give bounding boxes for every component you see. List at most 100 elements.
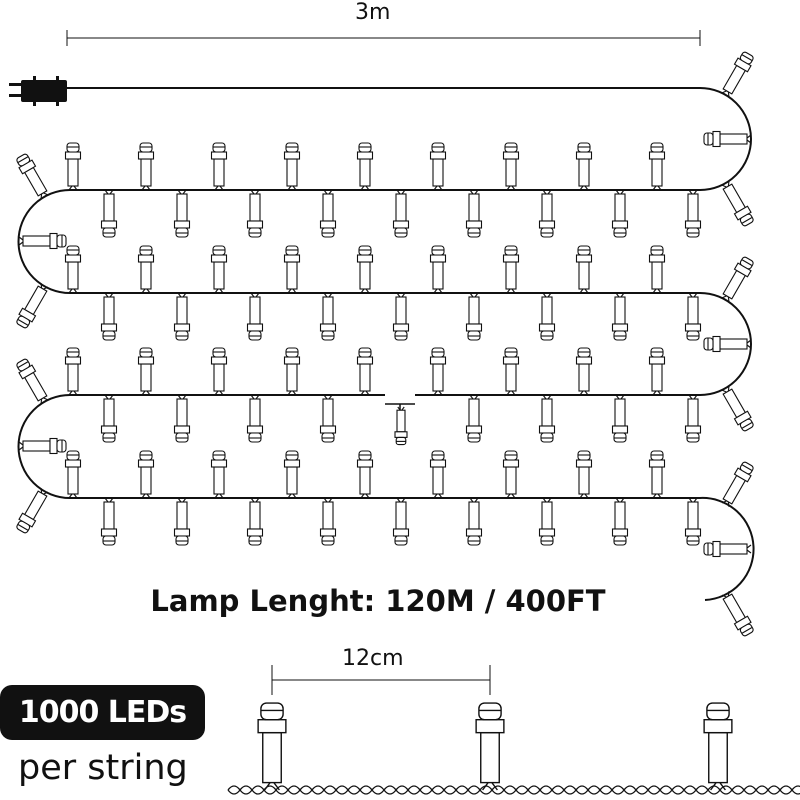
led-bulb-icon — [611, 292, 629, 341]
led-bulb-icon — [210, 142, 228, 191]
led-bulb-icon — [356, 347, 374, 396]
led-bulb-icon — [64, 142, 82, 191]
led-bulb-icon — [283, 142, 301, 191]
led-count-badge: 1000 LEDs — [0, 685, 205, 740]
led-bulb-icon — [475, 702, 505, 791]
plug-icon — [9, 76, 67, 106]
led-bulb-icon — [392, 292, 410, 341]
led-bulb-icon — [100, 394, 118, 443]
length-label: 3m — [355, 0, 391, 25]
led-bulb-icon — [575, 347, 593, 396]
led-bulb-icon — [429, 450, 447, 499]
string-wire — [17, 87, 755, 601]
led-bulb-icon — [392, 189, 410, 238]
led-bulb-icon — [319, 394, 337, 443]
led-bulb-icon — [173, 497, 191, 546]
led-bulb-icon — [319, 497, 337, 546]
led-bulb-icon — [210, 450, 228, 499]
led-bulb-icon — [703, 335, 752, 353]
led-bulb-icon — [648, 450, 666, 499]
led-bulb-icon — [721, 256, 754, 302]
led-bulb-icon — [283, 347, 301, 396]
led-bulb-icon — [703, 130, 752, 148]
led-bulb-icon — [721, 51, 754, 97]
led-bulb-icon — [392, 497, 410, 546]
led-bulb-icon — [465, 394, 483, 443]
led-bulb-icon — [16, 358, 49, 404]
led-bulb-icon — [465, 497, 483, 546]
dimension-line-3m — [66, 30, 701, 46]
led-bulb-icon — [538, 189, 556, 238]
led-bulb-icon — [257, 702, 287, 791]
led-bulb-icon — [611, 497, 629, 546]
led-bulb-icon — [538, 394, 556, 443]
led-bulb-icon — [721, 386, 754, 432]
led-bulb-icon — [246, 497, 264, 546]
led-bulb-icon — [16, 488, 49, 534]
per-string-label: per string — [18, 748, 188, 788]
led-bulb-icon — [246, 292, 264, 341]
led-bulb-icon — [684, 394, 702, 443]
lamp-length-title: Lamp Lenght: 120M / 400FT — [150, 584, 606, 618]
led-bulb-icon — [64, 450, 82, 499]
led-bulb-icon — [575, 245, 593, 294]
led-bulb-icon — [429, 347, 447, 396]
led-bulb-icon — [64, 347, 82, 396]
dimension-line-12cm — [271, 665, 491, 695]
led-bulb-icon — [575, 142, 593, 191]
led-bulb-icon — [502, 142, 520, 191]
led-bulb-icon — [283, 245, 301, 294]
led-bulb-icon — [173, 189, 191, 238]
led-bulb-icon — [100, 189, 118, 238]
led-bulb-icon — [703, 702, 733, 791]
led-bulb-icon — [538, 497, 556, 546]
led-bulb-icon — [18, 437, 67, 455]
led-bulb-icon — [465, 189, 483, 238]
led-unit: LEDs — [107, 695, 187, 730]
led-bulb-icon — [356, 142, 374, 191]
led-bulb-icon — [502, 347, 520, 396]
led-bulb-icon — [684, 292, 702, 341]
led-bulb-icon — [319, 292, 337, 341]
led-bulb-icon — [246, 394, 264, 443]
led-bulb-icon — [648, 245, 666, 294]
led-bulb-icon — [16, 153, 49, 199]
twisted-wire — [227, 785, 800, 795]
led-bulb-icon — [210, 347, 228, 396]
led-bulb-icon — [648, 347, 666, 396]
led-bulb-icon — [611, 394, 629, 443]
led-bulb-icon — [356, 450, 374, 499]
led-bulb-icon — [246, 189, 264, 238]
led-bulb-icon — [100, 497, 118, 546]
led-bulb-icon — [721, 591, 754, 637]
led-bulb-icon — [721, 181, 754, 227]
led-bulb-icon — [319, 189, 337, 238]
led-bulb-icon — [502, 450, 520, 499]
led-bulb-icon — [356, 245, 374, 294]
led-bulb-icon — [575, 450, 593, 499]
led-bulb-icon — [18, 232, 67, 250]
led-count: 1000 — [18, 695, 99, 730]
led-bulb-icon — [210, 245, 228, 294]
spacing-label: 12cm — [342, 646, 404, 671]
led-bulb-icon — [429, 142, 447, 191]
led-bulb-icon — [684, 497, 702, 546]
led-bulb-icon — [703, 540, 752, 558]
led-bulb-icon — [16, 283, 49, 329]
led-bulb-icon — [283, 450, 301, 499]
led-bulb-icon — [137, 245, 155, 294]
led-bulb-icon — [429, 245, 447, 294]
led-bulb-icon — [137, 450, 155, 499]
led-bulb-icon — [721, 461, 754, 507]
led-bulb-icon — [538, 292, 556, 341]
led-bulb-icon — [137, 142, 155, 191]
led-bulb-icon — [64, 245, 82, 294]
led-bulb-icon — [684, 189, 702, 238]
led-bulb-icon — [394, 406, 408, 446]
led-bulb-icon — [502, 245, 520, 294]
led-bulb-icon — [465, 292, 483, 341]
led-bulb-icon — [648, 142, 666, 191]
led-bulb-icon — [611, 189, 629, 238]
led-bulb-icon — [100, 292, 118, 341]
